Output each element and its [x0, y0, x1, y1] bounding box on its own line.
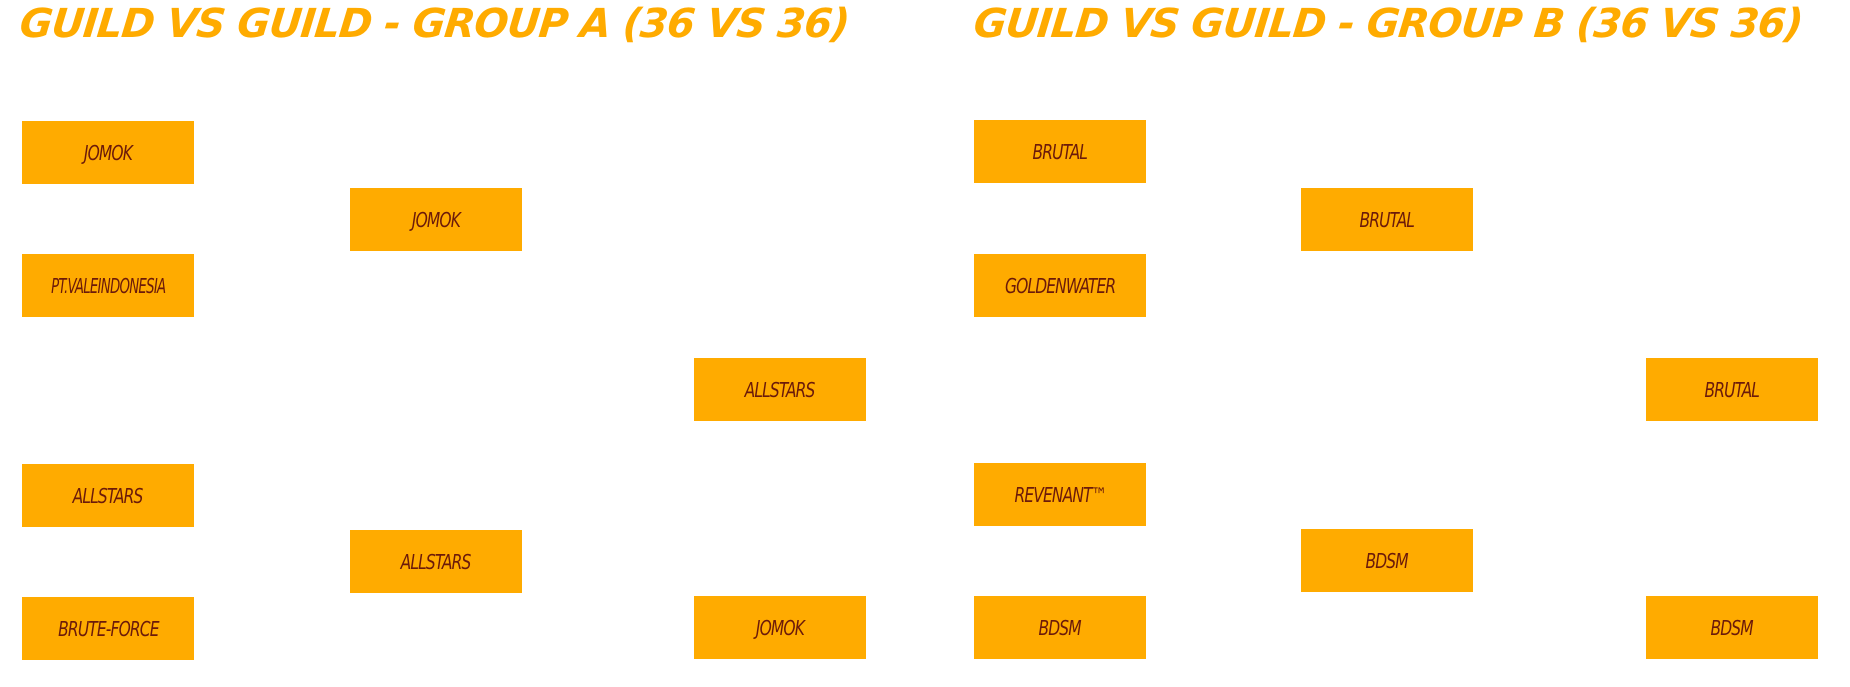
team-name: ALLSTARS: [73, 483, 144, 508]
team-name: JOMOK: [411, 207, 461, 232]
group-a-round1-slot: ALLSTARS: [22, 464, 194, 527]
group-a-round1-slot: BRUTE-FORCE: [22, 597, 194, 660]
team-name: ALLSTARS: [745, 377, 816, 402]
group-b-round1-slot: BDSM: [974, 596, 1146, 659]
team-name: BRUTE-FORCE: [57, 616, 159, 641]
group-b-round2-slot: BRUTAL: [1301, 188, 1473, 251]
group-b-title: GUILD VS GUILD - GROUP B (36 VS 36): [971, 1, 1805, 47]
team-name: GOLDENWATER: [1004, 273, 1116, 298]
group-a-round3-slot: ALLSTARS: [694, 358, 866, 421]
group-a-round2-slot: JOMOK: [350, 188, 522, 251]
group-b-round1-slot: BRUTAL: [974, 120, 1146, 183]
group-a-round3-slot: JOMOK: [694, 596, 866, 659]
team-name: BRUTAL: [1704, 377, 1760, 402]
team-name: REVENANT™: [1014, 482, 1107, 507]
team-name: JOMOK: [755, 615, 805, 640]
group-a-round1-slot: PT.VALEINDONESIA: [22, 254, 194, 317]
team-name: BDSM: [1038, 615, 1082, 640]
team-name: JOMOK: [83, 140, 133, 165]
group-a-round1-slot: JOMOK: [22, 121, 194, 184]
team-name: BDSM: [1710, 615, 1754, 640]
team-name: ALLSTARS: [401, 549, 472, 574]
team-name: BRUTAL: [1359, 207, 1415, 232]
group-b-round3-slot: BRUTAL: [1646, 358, 1818, 421]
team-name: BRUTAL: [1032, 139, 1088, 164]
group-a-round2-slot: ALLSTARS: [350, 530, 522, 593]
group-b-round3-slot: BDSM: [1646, 596, 1818, 659]
group-b-round1-slot: GOLDENWATER: [974, 254, 1146, 317]
team-name: BDSM: [1365, 548, 1409, 573]
group-b-round1-slot: REVENANT™: [974, 463, 1146, 526]
team-name: PT.VALEINDONESIA: [50, 273, 166, 298]
group-a-title: GUILD VS GUILD - GROUP A (36 VS 36): [17, 1, 852, 47]
group-b-round2-slot: BDSM: [1301, 529, 1473, 592]
